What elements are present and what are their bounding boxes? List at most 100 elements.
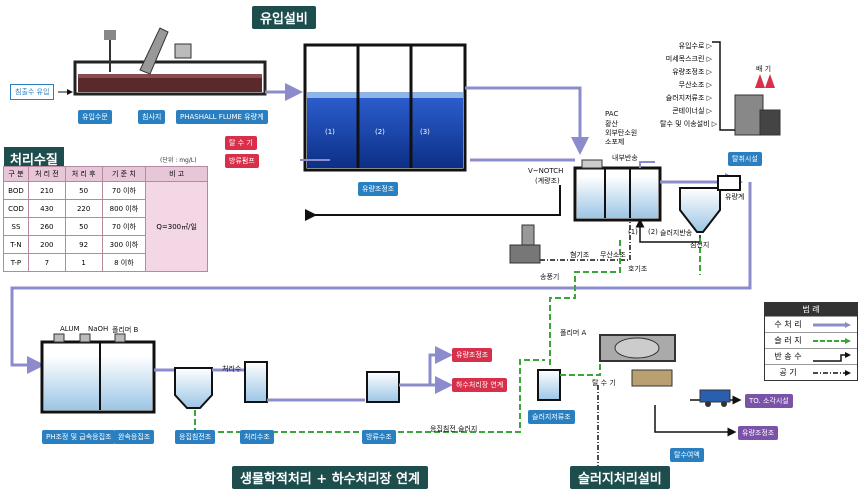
clarifier (679, 175, 741, 233)
table-cell: 430 (27, 199, 66, 218)
table-cell: T-N (3, 235, 29, 254)
treated-tank (244, 361, 268, 403)
sludge-storage (537, 369, 561, 401)
label-cake: 탈수여액 (670, 448, 704, 462)
table-cell: SS (3, 217, 29, 236)
label-treated-in: 처리수 (222, 365, 242, 373)
flow-line-to-vnotch (465, 86, 589, 155)
label-exhaust: 배 기 (756, 65, 772, 73)
label-tank-2: (2) (375, 128, 385, 136)
truck (699, 389, 731, 407)
quality-unit: (단위 : mg/L) (160, 157, 197, 164)
blower (509, 224, 541, 264)
label-vnotch-sub: (계량조) (535, 177, 560, 185)
label-antifoam: 소포제 (605, 138, 625, 146)
table-cell: COD (3, 199, 29, 218)
return-line-eq (305, 185, 561, 221)
label-pac: PAC (605, 110, 619, 118)
legend-return: 반 송 수 (765, 348, 857, 364)
label-anaerobic: 혐기조 (570, 251, 590, 259)
internal-return-line (639, 161, 655, 168)
label-vnotch: V~NOTCH (528, 167, 564, 175)
label-eq-tank: 유량조정조 (358, 182, 399, 196)
inflow-channel (73, 27, 267, 96)
quality-col-header: 처 리 후 (64, 166, 103, 182)
label-coag-settle: 응집침전조 (175, 430, 216, 444)
odor-collect-line (712, 41, 735, 131)
label-return-pump: 방류펌프 (225, 154, 259, 168)
label-dewater: 탈 수 기 (592, 379, 616, 387)
legend-water: 수 처 리 (765, 316, 857, 332)
quality-note: Q=300㎥/일 (145, 181, 208, 272)
table-cell: 800 이하 (101, 199, 147, 218)
legend-title: 범 례 (765, 303, 857, 316)
label-desorb: 탈 수 기 (225, 136, 257, 150)
label-polymer-b: 폴리머 B (112, 326, 139, 334)
table-cell: 50 (64, 181, 103, 200)
label-internal-return: 내부반송 (612, 154, 638, 162)
table-cell: 1 (64, 253, 103, 272)
label-polymer-a: 폴리머 A (560, 329, 587, 337)
table-cell: 8 이하 (101, 253, 147, 272)
label-blower: 송풍기 (540, 273, 560, 281)
label-sulfur: 황산 (605, 120, 618, 128)
bio-reactor (573, 159, 662, 222)
label-to-site: TO. 소각시설 (745, 394, 793, 408)
header-bio: 생물학적처리 + 하수처리장 연계 (232, 466, 428, 489)
table-cell: BOD (3, 181, 29, 200)
label-num-2: (2) (648, 228, 658, 236)
table-cell: 70 이하 (101, 181, 147, 200)
table-cell: 220 (64, 199, 103, 218)
legend-air-label: 공 기 (779, 368, 797, 377)
odor-source-list: 유입수로 ▷미세목스크린 ▷유량조정조 ▷무산소조 ▷슬러지저류조 ▷콘테이너실… (660, 40, 718, 131)
label-coag-sludge: 응집침전 슬러지 (430, 425, 478, 433)
label-anox: 무산소조 (600, 251, 626, 259)
legend-sludge: 슬 러 지 (765, 332, 857, 348)
quality-col-header: 구 분 (3, 166, 29, 182)
table-cell: 7 (27, 253, 66, 272)
odor-source-item: 콘테이너실 ▷ (672, 107, 712, 115)
deodor-unit (734, 74, 781, 136)
odor-source-item: 탈수 및 이송설비 ▷ (660, 120, 718, 128)
dewatering-machine (599, 334, 676, 387)
table-cell: 300 이하 (101, 235, 147, 254)
legend-sludge-label: 슬 러 지 (774, 336, 802, 345)
discharge-tank (366, 371, 400, 403)
flow-line-to-chemical (10, 182, 752, 374)
label-settling: 침전지 (690, 241, 710, 249)
label-num-1: (1) (628, 228, 638, 236)
quality-col-header: 비 고 (145, 166, 208, 182)
legend-return-label: 반 송 수 (774, 352, 802, 361)
table-cell: 260 (27, 217, 66, 236)
air-line (540, 220, 631, 261)
label-tank-1: (1) (325, 128, 335, 136)
table-cell: 70 이하 (101, 217, 147, 236)
table-cell: 200 (27, 235, 66, 254)
table-cell: 92 (64, 235, 103, 254)
label-to-sewer: 하수처리장 연계 (452, 378, 508, 392)
legend-air: 공 기 (765, 364, 857, 380)
label-flume: PHASHALL FLUME 유량계 (176, 110, 268, 124)
inflow-label: 침출수 유입 (10, 84, 55, 100)
header-inflow: 유입설비 (252, 6, 316, 29)
label-grit: 침사지 (138, 110, 166, 124)
label-denit: 호기조 (628, 265, 648, 273)
quality-col-header: 기 준 치 (101, 166, 147, 182)
label-carbon: 외부탄소원 (605, 129, 638, 137)
label-deodor: 탈취시설 (728, 152, 762, 166)
legend: 범 례 수 처 리 슬 러 지 반 송 수 공 기 (764, 302, 858, 381)
label-tank-3: (3) (420, 128, 430, 136)
label-inflow-gate: 유입수문 (78, 110, 112, 124)
header-sludge: 슬러지처리설비 (570, 466, 670, 489)
label-flowmeter: 유량계 (725, 193, 745, 201)
coag-sludge-line (194, 359, 545, 433)
